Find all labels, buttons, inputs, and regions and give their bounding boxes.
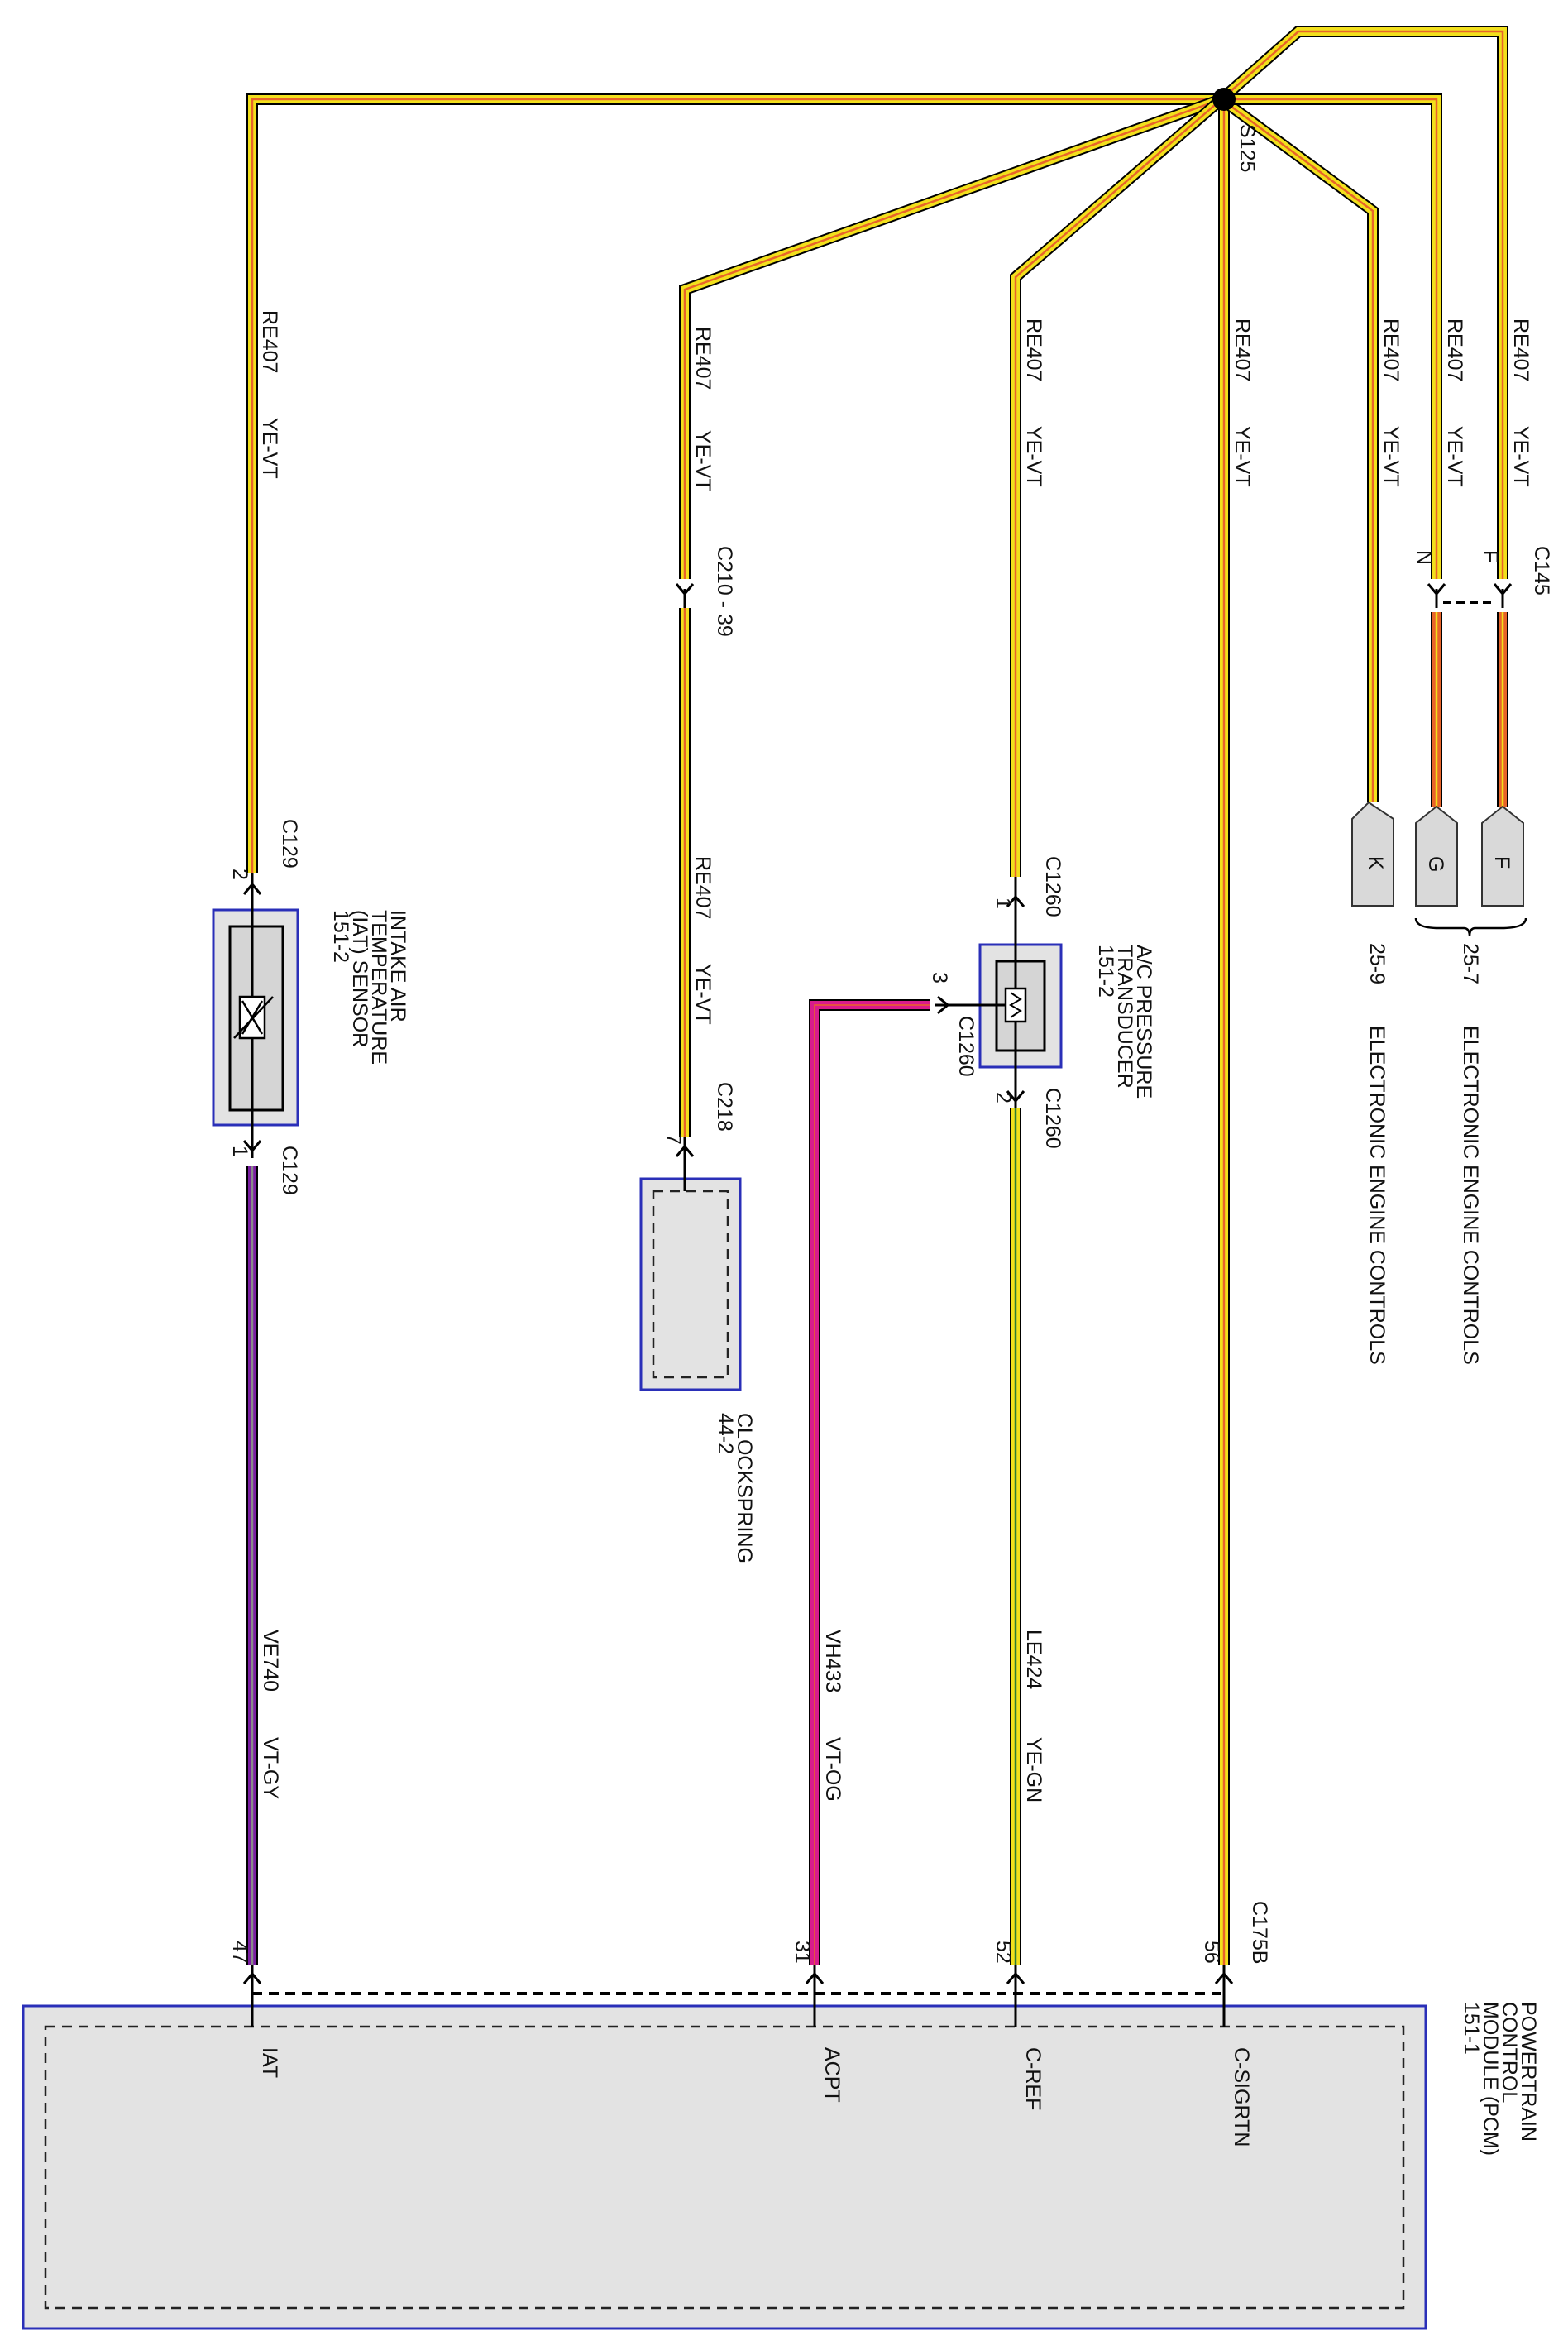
c210-label: C210 - 39: [713, 546, 736, 637]
wire-vh433: [809, 999, 930, 1965]
label-vh433-circuit: VH433: [821, 1630, 844, 1692]
svg-text:(IAT) SENSOR: (IAT) SENSOR: [348, 910, 371, 1047]
label-re407-color: YE-VT: [691, 430, 715, 491]
pcm-pin-acpt: ACPT: [820, 2047, 844, 2103]
svg-text:INTAKE AIR: INTAKE AIR: [386, 910, 409, 1022]
svg-text:TEMPERATURE: TEMPERATURE: [367, 910, 390, 1065]
label-re407-color: YE-VT: [1231, 426, 1254, 487]
wire-re407-clockspring: [679, 93, 1224, 1137]
svg-text:151-2: 151-2: [329, 910, 352, 963]
c145-pin-n: N: [1413, 550, 1436, 565]
pcm-pin-52: 52: [992, 1941, 1015, 1964]
svg-text:CONTROL: CONTROL: [1498, 2002, 1521, 2103]
svg-text:MODULE (PCM): MODULE (PCM): [1479, 2002, 1502, 2156]
c1260-label-top: C1260: [1041, 856, 1064, 917]
wire-re407-g: [1221, 93, 1442, 807]
c145-label: C145: [1530, 546, 1553, 596]
wire-re407-f: [1217, 26, 1508, 807]
terminal-f-letter: F: [1490, 856, 1513, 869]
label-re407-color: YE-VT: [691, 964, 715, 1025]
label-re407-circuit: RE407: [691, 327, 715, 390]
svg-text:POWERTRAIN: POWERTRAIN: [1517, 2002, 1540, 2142]
pcm-pin-csigrtn: C-SIGRTN: [1230, 2047, 1253, 2147]
terminal-k-letter: K: [1364, 856, 1387, 870]
pcm-pin-47: 47: [228, 1941, 251, 1964]
pcm-pin-56: 56: [1200, 1941, 1223, 1964]
clockspring-label: CLOCKSPRING 44-2: [714, 1413, 756, 1563]
c129-label-bottom: C129: [278, 1146, 301, 1195]
splice-label: S125: [1236, 124, 1259, 172]
wire-re407-iat: [246, 93, 1221, 873]
ac-pressure-transducer[interactable]: [935, 877, 1063, 1108]
pcm-label: POWERTRAIN CONTROL MODULE (PCM) 151-1: [1460, 2002, 1540, 2156]
label-re407-circuit: RE407: [258, 310, 281, 373]
ref-brace: [1414, 917, 1527, 937]
c1260-pin-1: 1: [992, 898, 1015, 909]
terminal-k[interactable]: [1351, 801, 1394, 907]
terminal-g-letter: G: [1424, 856, 1447, 872]
ref-eec-1: ELECTRONIC ENGINE CONTROLS: [1365, 1026, 1389, 1365]
label-re407-color: YE-VT: [1022, 426, 1045, 487]
c129-pin-1: 1: [228, 1146, 251, 1157]
wire-labels-re407: RE407 YE-VT RE407 YE-VT RE407 YE-VT RE40…: [258, 310, 1532, 1025]
label-le424-circuit: LE424: [1022, 1630, 1045, 1689]
svg-text:151-2: 151-2: [1094, 945, 1117, 998]
c145-symbol: [1427, 582, 1513, 608]
label-re407-circuit: RE407: [691, 856, 715, 919]
pcm-pin-iat: IAT: [258, 2047, 281, 2078]
ref-25-9: 25-9: [1365, 943, 1389, 984]
label-ve740-color: VT-GY: [259, 1737, 282, 1799]
c145-pin-f: F: [1479, 550, 1502, 562]
c129-label-top: C129: [278, 819, 301, 869]
c1260-pin-2: 2: [992, 1092, 1015, 1103]
wire-re407-ac-transducer: [1010, 94, 1226, 877]
pcm-module[interactable]: [22, 1965, 1427, 2330]
c175b-label: C175B: [1248, 1901, 1271, 1964]
label-vh433-color: VT-OG: [821, 1737, 844, 1802]
label-re407-color: YE-VT: [1379, 426, 1403, 487]
iat-sensor-label: INTAKE AIR TEMPERATURE (IAT) SENSOR 151-…: [329, 910, 409, 1065]
splice-s125-dot: [1212, 88, 1236, 111]
iat-sensor[interactable]: [212, 873, 299, 1158]
c1260-label-bottom: C1260: [1041, 1088, 1064, 1149]
pcm-pin-cref: C-REF: [1021, 2047, 1045, 2110]
svg-text:A/C PRESSURE: A/C PRESSURE: [1132, 945, 1155, 1099]
svg-text:CLOCKSPRING: CLOCKSPRING: [733, 1413, 756, 1563]
label-re407-circuit: RE407: [1443, 318, 1466, 381]
ref-eec-2: ELECTRONIC ENGINE CONTROLS: [1459, 1026, 1482, 1365]
terminal-g[interactable]: [1415, 805, 1458, 907]
label-re407-circuit: RE407: [1231, 318, 1254, 381]
c210-symbol: [675, 579, 695, 608]
clockspring[interactable]: [639, 1137, 742, 1391]
wire-re407-k: [1217, 94, 1379, 802]
ref-25-7: 25-7: [1459, 943, 1482, 984]
label-le424-color: YE-GN: [1022, 1737, 1045, 1802]
label-re407-color: YE-VT: [1509, 426, 1532, 487]
svg-text:TRANSDUCER: TRANSDUCER: [1113, 945, 1136, 1089]
label-re407-color: YE-VT: [258, 418, 281, 479]
c218-pin: 7: [662, 1133, 685, 1145]
svg-text:151-1: 151-1: [1460, 2002, 1483, 2055]
ac-transducer-label: A/C PRESSURE TRANSDUCER 151-2: [1094, 945, 1155, 1099]
label-re407-circuit: RE407: [1509, 318, 1532, 381]
label-re407-circuit: RE407: [1022, 318, 1045, 381]
c1260-label-side: C1260: [954, 1016, 978, 1077]
svg-text:44-2: 44-2: [714, 1413, 737, 1454]
pcm-pin-31: 31: [791, 1941, 814, 1964]
label-re407-circuit: RE407: [1379, 318, 1403, 381]
c218-label: C218: [713, 1082, 736, 1132]
c1260-pin-3: 3: [928, 972, 951, 984]
c129-pin-2: 2: [228, 869, 251, 880]
label-ve740-circuit: VE740: [259, 1630, 282, 1692]
label-re407-color: YE-VT: [1443, 426, 1466, 487]
terminal-f[interactable]: [1481, 805, 1524, 907]
